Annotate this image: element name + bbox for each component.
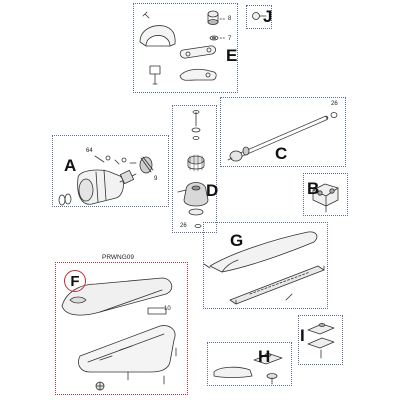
part-number-26-c: 26 — [331, 101, 338, 107]
group-j-label: J — [263, 7, 273, 26]
group-e-box[interactable] — [133, 3, 238, 93]
group-e-label: E — [226, 46, 238, 65]
group-h-label: H — [258, 347, 271, 366]
group-g-parts — [203, 231, 325, 305]
group-a-label: A — [64, 156, 77, 175]
model-code: PRWNG09 — [102, 254, 135, 261]
group-i-box[interactable] — [298, 315, 343, 365]
group-i-parts — [307, 323, 335, 359]
group-b-box[interactable] — [303, 173, 348, 216]
group-e-parts — [139, 10, 227, 85]
group-h-parts — [213, 353, 283, 385]
group-a-parts — [58, 155, 154, 206]
group-f-box[interactable] — [55, 262, 188, 395]
group-h-box[interactable] — [207, 342, 292, 386]
group-i-label: I — [300, 326, 305, 345]
group-f-badge[interactable]: F — [64, 270, 86, 292]
group-g-label: G — [230, 231, 244, 250]
part-number-26-d: 26 — [180, 223, 187, 229]
group-c-box[interactable] — [220, 97, 346, 167]
group-c-label: C — [275, 144, 288, 163]
part-number-9: 9 — [154, 176, 158, 182]
group-f-label: F — [70, 272, 80, 290]
group-f-parts — [61, 277, 177, 391]
group-j-parts — [252, 12, 267, 20]
group-c-parts — [227, 112, 338, 162]
group-a-box[interactable] — [52, 135, 169, 207]
group-b-label: B — [307, 179, 320, 198]
group-d-box[interactable] — [172, 105, 217, 233]
part-number-7: 7 — [228, 36, 232, 42]
part-number-64: 64 — [86, 148, 93, 154]
part-number-8: 8 — [228, 16, 232, 22]
group-g-box[interactable] — [203, 222, 328, 309]
part-number-10: 10 — [164, 306, 171, 312]
group-j-box[interactable] — [246, 5, 272, 29]
group-b-parts — [312, 183, 339, 213]
group-d-parts — [177, 110, 209, 228]
group-d-label: D — [206, 181, 219, 200]
